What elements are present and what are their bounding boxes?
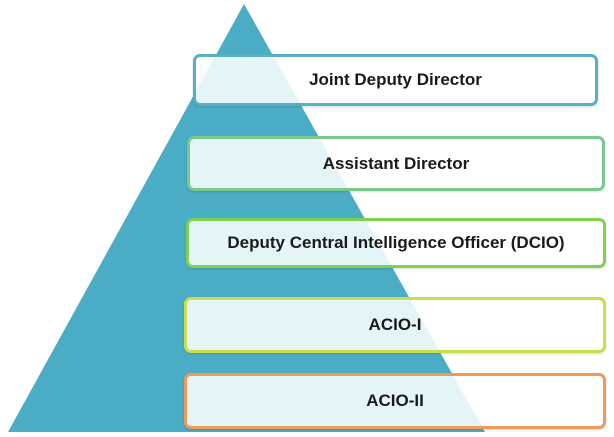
level-box-acio-1: ACIO-I <box>184 297 606 353</box>
level-label: Deputy Central Intelligence Officer (DCI… <box>227 233 565 252</box>
level-label: Assistant Director <box>322 153 470 173</box>
level-label: ACIO-II <box>366 391 424 410</box>
level-box-acio-2: ACIO-II <box>184 373 606 429</box>
level-box-dcio: Deputy Central Intelligence Officer (DCI… <box>186 218 606 268</box>
level-box-joint-deputy-director: Joint Deputy Director <box>193 54 598 106</box>
level-box-assistant-director: Assistant Director <box>187 136 605 191</box>
level-label: ACIO-I <box>368 315 422 334</box>
level-label: Joint Deputy Director <box>309 70 482 89</box>
